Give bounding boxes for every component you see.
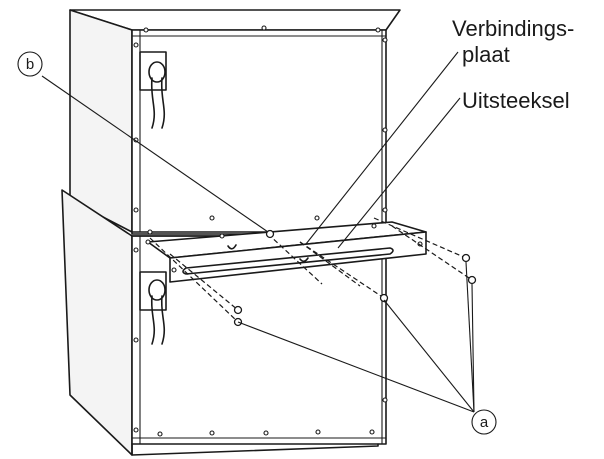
label-connecting-plate-line2: plaat: [462, 42, 510, 67]
plate-slot: [182, 247, 394, 275]
lower-cable-gland: [139, 271, 167, 311]
screw: [233, 305, 243, 315]
lower-unit-left-side: [61, 189, 133, 456]
callout-a: a: [471, 409, 497, 435]
connecting-plate: [145, 221, 427, 283]
label-connecting-plate-line1: Verbindings-: [452, 16, 574, 41]
upper-unit: [69, 9, 401, 235]
callout-a-letter: a: [480, 414, 489, 431]
upper-cable: [150, 77, 166, 129]
leader-lines: [41, 51, 475, 413]
upper-unit-front: [131, 29, 387, 235]
lower-cable: [150, 295, 166, 345]
upper-unit-left-side: [69, 9, 133, 233]
screws-a: [233, 253, 477, 327]
label-protrusion: Uitsteeksel: [462, 88, 570, 113]
callout-b-letter: b: [26, 56, 34, 73]
upper-cable-gland: [139, 51, 167, 91]
fastening-paths: [149, 217, 473, 323]
callout-b: b: [17, 51, 43, 77]
screw: [461, 253, 471, 263]
screw-b: [265, 229, 275, 239]
screw: [467, 275, 477, 285]
screw: [379, 293, 389, 303]
